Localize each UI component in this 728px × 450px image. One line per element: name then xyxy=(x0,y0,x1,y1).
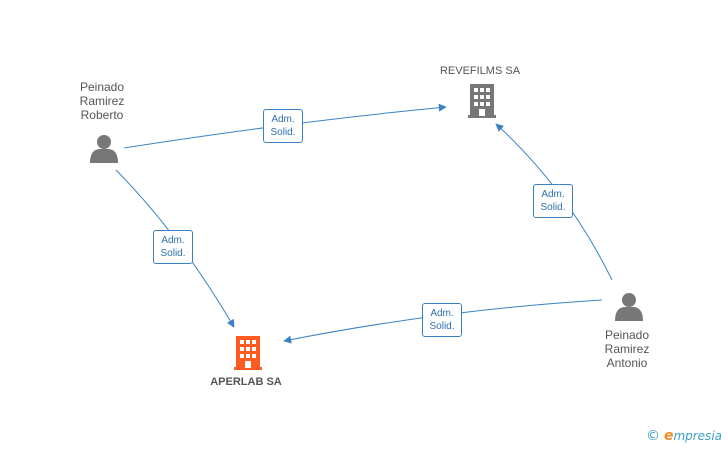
person-icon[interactable] xyxy=(615,293,643,321)
edge-role-label[interactable]: Adm. Solid. xyxy=(533,184,573,218)
role-type: Solid. xyxy=(270,127,296,138)
edge-role-label[interactable]: Adm. Solid. xyxy=(263,109,303,143)
role-abbrev: Adm. xyxy=(430,308,454,319)
person-name-label: Peinado Ramirez Antonio xyxy=(604,328,650,370)
role-abbrev: Adm. xyxy=(541,189,565,200)
brand-logo: empresia xyxy=(663,428,722,444)
company-name-label: APERLAB SA xyxy=(210,376,282,388)
building-icon[interactable] xyxy=(468,84,496,118)
person-icon[interactable] xyxy=(90,135,118,163)
person-name-label: Peinado Ramirez Roberto xyxy=(79,80,125,122)
role-abbrev: Adm. xyxy=(271,114,295,125)
role-type: Solid. xyxy=(160,248,186,259)
company-name-label: REVEFILMS SA xyxy=(439,65,521,77)
role-type: Solid. xyxy=(540,202,566,213)
edge-role-label[interactable]: Adm. Solid. xyxy=(422,303,462,337)
copyright-symbol: © xyxy=(645,428,660,444)
edge-role-label[interactable]: Adm. Solid. xyxy=(153,230,193,264)
building-icon[interactable] xyxy=(234,336,262,370)
role-abbrev: Adm. xyxy=(161,235,185,246)
role-type: Solid. xyxy=(429,321,455,332)
brand-watermark: © empresia xyxy=(646,428,722,444)
